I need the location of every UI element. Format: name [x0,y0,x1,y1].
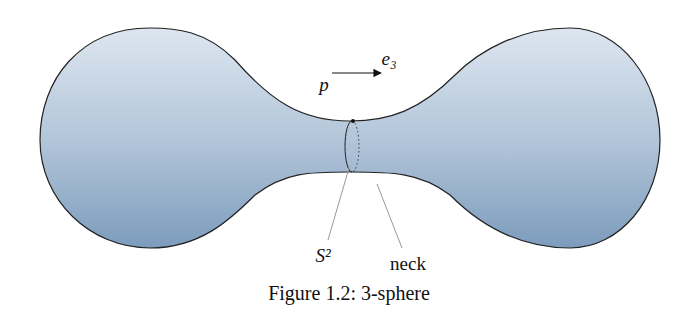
point-label: p [319,75,329,94]
leader-line [377,184,402,248]
sphere-label: S² [315,246,330,265]
sphere-front-arc [345,121,352,172]
figure-caption: Figure 1.2: 3-sphere [268,283,430,303]
point-dot [351,119,355,123]
vector-arrow [332,72,381,73]
part-label: neck [390,254,426,273]
vector-label: e₃ [381,49,396,68]
leader-line [328,168,349,240]
dumbbell-shape [40,28,660,248]
sphere-back-arc [352,121,359,172]
